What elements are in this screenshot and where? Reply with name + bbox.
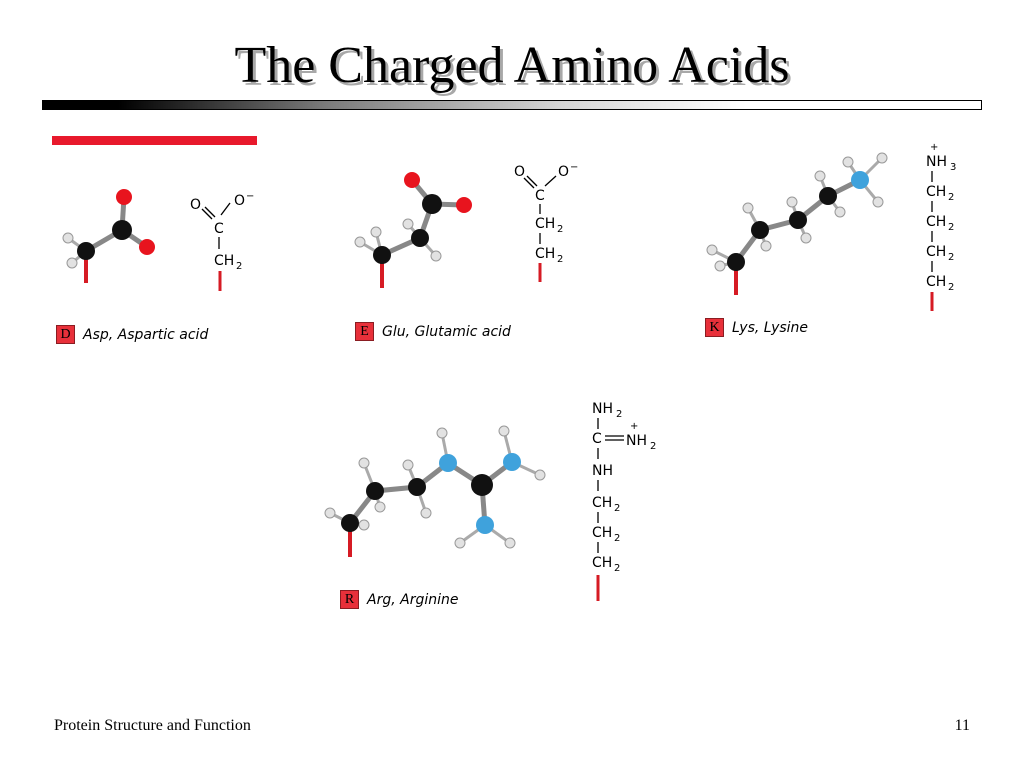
formula-group: NH: [592, 401, 613, 417]
formula-subscript: 2: [616, 409, 622, 420]
footer-title: Protein Structure and Function: [54, 717, 251, 734]
formula-group: CH: [592, 555, 612, 571]
page-number: 11: [954, 717, 970, 734]
formula-atom: O: [514, 164, 525, 180]
formula-subscript: 2: [614, 503, 620, 514]
formula-subscript: 2: [614, 563, 620, 574]
arg-name-label: Arg, Arginine: [367, 591, 459, 608]
arg-structural-formula: NH 2 C + NH 2 NH CH 2 CH 2 CH 2: [592, 401, 656, 601]
amino-acid-panel-glu: O O − C CH 2 CH 2 E Glu, Glutamic acid: [350, 160, 580, 350]
amino-acid-panel-asp: O O − C CH 2 D Asp, Aspartic acid: [50, 175, 270, 350]
formula-atom: O: [234, 193, 245, 209]
formula-subscript: 3: [950, 162, 956, 173]
asp-code-badge: D: [56, 325, 75, 344]
formula-group: CH: [592, 495, 612, 511]
formula-atom: O: [558, 164, 569, 180]
lys-structural-formula: + NH 3 CH 2 CH 2 CH 2 CH 2: [926, 142, 956, 311]
formula-atom: C: [592, 431, 602, 447]
formula-subscript: 2: [236, 261, 242, 272]
lys-ball-and-stick-model: [706, 152, 888, 295]
formula-subscript: 2: [614, 533, 620, 544]
asp-name-label: Asp, Aspartic acid: [83, 326, 209, 343]
title-divider: [42, 100, 982, 110]
formula-group: CH: [535, 246, 555, 262]
formula-group: CH: [214, 253, 234, 269]
slide-title: The Charged Amino Acids: [234, 37, 790, 94]
glu-ball-and-stick-model: [354, 172, 472, 288]
formula-subscript: 2: [557, 254, 563, 265]
formula-group: NH: [626, 433, 647, 449]
formula-group: CH: [535, 216, 555, 232]
lys-caption: K Lys, Lysine: [705, 318, 808, 337]
asp-ball-and-stick-model: [62, 189, 155, 283]
formula-subscript: 2: [948, 282, 954, 293]
formula-subscript: 2: [948, 252, 954, 263]
formula-atom: C: [535, 188, 545, 204]
glu-caption: E Glu, Glutamic acid: [355, 322, 511, 341]
amino-acid-panel-lys: + NH 3 CH 2 CH 2 CH 2 CH 2 K Lys, Lysine: [700, 140, 980, 340]
formula-subscript: 2: [557, 224, 563, 235]
formula-charge: +: [630, 421, 638, 432]
asp-caption: D Asp, Aspartic acid: [56, 325, 208, 344]
arg-ball-and-stick-model: [324, 425, 546, 557]
formula-group: CH: [926, 214, 946, 230]
formula-group: CH: [926, 184, 946, 200]
asp-structural-formula: O O − C CH 2: [190, 191, 254, 291]
formula-charge: +: [930, 142, 938, 153]
formula-group: CH: [926, 274, 946, 290]
formula-charge: −: [570, 162, 578, 173]
glu-structural-formula: O O − C CH 2 CH 2: [514, 162, 578, 282]
red-highlight-bar: [52, 136, 257, 145]
formula-group: CH: [592, 525, 612, 541]
formula-group: CH: [926, 244, 946, 260]
formula-group: NH: [926, 154, 947, 170]
glu-code-badge: E: [355, 322, 374, 341]
formula-subscript: 2: [948, 222, 954, 233]
formula-subscript: 2: [948, 192, 954, 203]
formula-atom: C: [214, 221, 224, 237]
amino-acid-panel-arg: NH 2 C + NH 2 NH CH 2 CH 2 CH 2 R Arg, A…: [320, 395, 680, 615]
formula-charge: −: [246, 191, 254, 202]
formula-atom: O: [190, 197, 201, 213]
lys-name-label: Lys, Lysine: [732, 319, 809, 336]
lys-code-badge: K: [705, 318, 724, 337]
arg-caption: R Arg, Arginine: [340, 590, 458, 609]
formula-subscript: 2: [650, 441, 656, 452]
arg-code-badge: R: [340, 590, 359, 609]
glu-name-label: Glu, Glutamic acid: [382, 323, 511, 340]
formula-group: NH: [592, 463, 613, 479]
